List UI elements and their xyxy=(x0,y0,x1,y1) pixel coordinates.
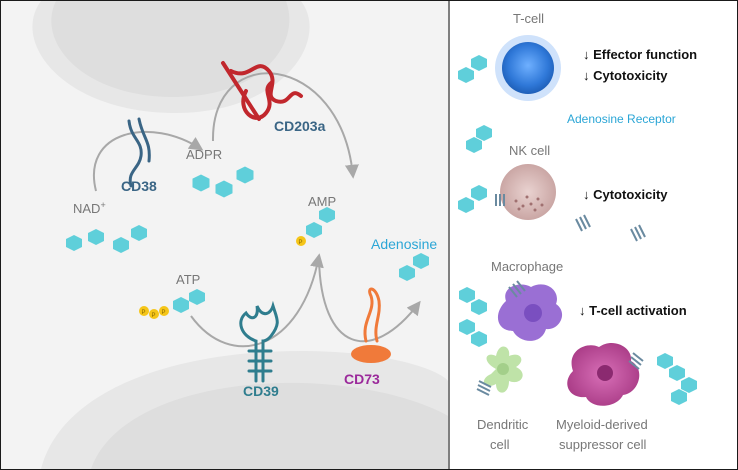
amp-phosphate xyxy=(296,236,306,246)
atp-molecule xyxy=(173,289,205,313)
cd38-protein xyxy=(127,117,151,188)
adpr-to-amp-arrow xyxy=(211,72,359,179)
adpr-label: ADPR xyxy=(186,147,222,162)
mdsc-nucleus xyxy=(597,365,613,381)
mdsc-receptor xyxy=(628,352,644,370)
amp-to-adenosine-arrow xyxy=(318,258,421,343)
atp-phosphate-3 xyxy=(159,306,169,316)
nkcell-body xyxy=(500,164,556,220)
macrophage-label: Macrophage xyxy=(491,259,563,274)
tcell-nucleus xyxy=(502,42,554,94)
macrophage-adenosine-molecules xyxy=(459,287,487,347)
adpr-molecule xyxy=(192,166,254,198)
mdsc-label-2: suppressor cell xyxy=(559,437,647,452)
dendritic-label-2: cell xyxy=(490,437,510,452)
cd203a-label: CD203a xyxy=(274,118,326,134)
macrophage-effect: ↓ T-cell activation xyxy=(579,303,687,318)
right-panel: T-cell ↓ Effector function ↓ Cytotoxicit… xyxy=(450,1,737,469)
left-panel: CD203a CD38 ADPR NAD+ AMP ATP Adenosine … xyxy=(1,1,448,469)
nkcell-effect: ↓ Cytotoxicity xyxy=(583,187,668,202)
cd203a-protein xyxy=(221,61,303,121)
mdsc-adenosine-molecules xyxy=(657,353,697,405)
atp-phosphate-2 xyxy=(149,309,159,319)
tcell-effect-1: ↓ Effector function xyxy=(583,47,697,62)
adenosine-receptor-label: Adenosine Receptor xyxy=(567,112,676,126)
dendritic-label-1: Dendritic xyxy=(477,417,529,432)
cd73-anchor xyxy=(351,345,391,363)
nad-superscript: + xyxy=(100,200,105,210)
nkcell-receptor xyxy=(495,194,505,206)
nad-to-adpr-arrow xyxy=(93,130,204,192)
cd39-label: CD39 xyxy=(243,383,279,399)
amp-molecule xyxy=(306,207,335,238)
atp-phosphate-label-2: P xyxy=(152,313,156,319)
nad-label: NAD+ xyxy=(73,200,106,216)
atp-phosphate-label-3: P xyxy=(162,310,166,316)
adenosine-molecule xyxy=(399,253,429,281)
tcell-effect-2: ↓ Cytotoxicity xyxy=(583,68,668,83)
dendritic-receptor xyxy=(476,380,492,396)
macrophage-receptor xyxy=(508,280,526,298)
free-receptor-1 xyxy=(575,214,591,232)
cd38-label: CD38 xyxy=(121,178,157,194)
atp-label: ATP xyxy=(176,272,200,287)
mdsc-label-1: Myeloid-derived xyxy=(556,417,648,432)
cd73-label: CD73 xyxy=(344,371,380,387)
atp-phosphate-1 xyxy=(139,306,149,316)
free-adenosine-molecule xyxy=(466,125,492,153)
tcell-label: T-cell xyxy=(513,11,544,26)
nad-text: NAD xyxy=(73,201,100,216)
free-receptor-2 xyxy=(630,224,646,242)
adenosine-label: Adenosine xyxy=(371,236,437,252)
cd73-protein xyxy=(363,287,381,343)
cd39-protein xyxy=(239,300,279,383)
macrophage-nucleus xyxy=(524,304,542,322)
dendritic-cell-nucleus xyxy=(497,363,509,375)
nkcell-label: NK cell xyxy=(509,143,550,158)
amp-phosphate-label: P xyxy=(299,240,303,246)
nkcell-granules xyxy=(514,195,544,212)
amp-label: AMP xyxy=(308,194,336,209)
nad-molecule xyxy=(66,225,147,253)
nkcell-adenosine-molecule xyxy=(458,185,487,213)
tcell-adenosine-molecule xyxy=(458,55,487,83)
atp-phosphate-label-1: P xyxy=(142,310,146,316)
